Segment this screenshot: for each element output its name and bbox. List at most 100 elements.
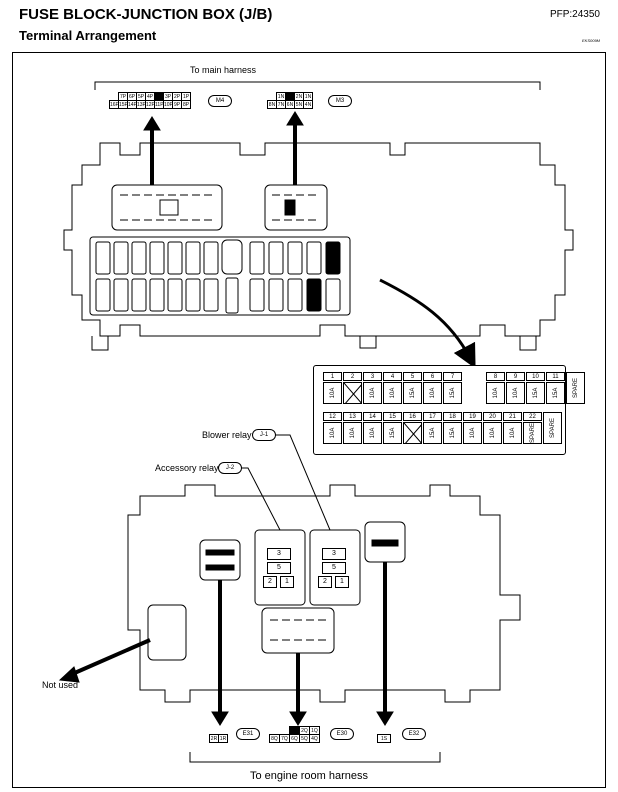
figure-code: EKS009M (581, 38, 600, 43)
fuse-slot: 6 10A (423, 372, 442, 404)
connector-m4-code: M4 (208, 95, 232, 107)
connector-pin: 1S (377, 734, 391, 743)
fuse-cavity (306, 241, 322, 275)
fuse-rating: 15A (449, 427, 456, 439)
fuse-rating: 10A (369, 387, 376, 399)
fuse-number: 20 (483, 412, 502, 421)
fuse-cavity (249, 278, 265, 312)
fuse-rating-box: 10A (463, 422, 482, 444)
fuse-number: 3 (363, 372, 382, 381)
fuse-cavity (95, 278, 111, 312)
fuse-number: 22 (523, 412, 542, 421)
fuse-rating-box (403, 422, 422, 444)
label-to-engine-room-harness: To engine room harness (250, 770, 369, 782)
fuse-rating-box: 15A (546, 382, 565, 404)
fuse-slot: SPARE (566, 372, 585, 404)
fuse-cavity (131, 278, 147, 312)
fuse-number: 2 (343, 372, 362, 381)
fuse-number: 5 (403, 372, 422, 381)
fuse-empty-cross (404, 423, 421, 443)
fuse-rating-box: SPARE (543, 412, 562, 444)
fuse-number: 12 (323, 412, 342, 421)
upper-left-connector (111, 184, 223, 231)
connector-e32-code: E32 (402, 728, 426, 740)
connector-e30-code: E30 (330, 728, 354, 740)
accessory-relay-leader (228, 467, 281, 531)
fuse-rating-box: 15A (383, 422, 402, 444)
fuse-number: 13 (343, 412, 362, 421)
fuse-number: 19 (463, 412, 482, 421)
accessory-relay-code: J-2 (218, 462, 242, 474)
fuse-cavity (149, 241, 165, 275)
fuse-rating: 15A (532, 387, 539, 399)
fuse-rating-box (343, 382, 362, 404)
fuse-number: 6 (423, 372, 442, 381)
fuse-rating-box: 10A (363, 382, 382, 404)
fuse-cavity (203, 241, 219, 275)
fuse-rating: 15A (389, 427, 396, 439)
connector-pin: 1R (218, 734, 228, 743)
relay-pin-5: 5 (322, 562, 346, 574)
fuse-rating-box: 15A (443, 422, 462, 444)
fuse-number: 11 (546, 372, 565, 381)
fuse-rating: 10A (429, 387, 436, 399)
fuse-cavity (325, 241, 341, 275)
blower-relay-leader (275, 434, 331, 531)
label-not-used: Not used (42, 680, 79, 690)
fuse-cavity (95, 241, 111, 275)
fuse-number: 14 (363, 412, 382, 421)
connector-e30-housing (261, 607, 335, 654)
connector-pin: 4Q (309, 734, 320, 743)
relay-pin-2: 2 (263, 576, 277, 588)
fuse-slot: 16 (403, 412, 422, 444)
connector-pin: 4N (303, 100, 313, 109)
fuse-rating-box: 10A (323, 382, 342, 404)
connector-pin: 8P (181, 100, 191, 109)
relay-pin-2: 2 (318, 576, 332, 588)
fuse-cavity (131, 241, 147, 275)
connector-e32-pins: 1S (377, 734, 391, 743)
fuse-cavity (113, 278, 129, 312)
fuse-cavity (167, 278, 183, 312)
fuse-rating: 10A (329, 387, 336, 399)
connector-e31-housing (199, 539, 241, 581)
page-title: FUSE BLOCK-JUNCTION BOX (J/B) (19, 6, 273, 23)
upper-right-connector (264, 184, 328, 231)
fuse-cavity (306, 278, 322, 312)
fuse-rating-box: 15A (423, 422, 442, 444)
fuse-slot: 15 15A (383, 412, 402, 444)
fuse-number: 15 (383, 412, 402, 421)
fuse-number: 9 (506, 372, 525, 381)
fuse-rating: 10A (509, 427, 516, 439)
fuse-rating-box: SPARE (566, 372, 585, 404)
fuse-slot: SPARE (543, 412, 562, 444)
relay-pin-3: 3 (322, 548, 346, 560)
section-subtitle: Terminal Arrangement (19, 28, 157, 43)
fuse-number: 17 (423, 412, 442, 421)
relay-pin-1: 1 (280, 576, 294, 588)
connector-e31-code: E31 (236, 728, 260, 740)
fuse-cavity (185, 278, 201, 312)
fuse-cavity (287, 278, 303, 312)
fuse-rating-box: 15A (443, 382, 462, 404)
